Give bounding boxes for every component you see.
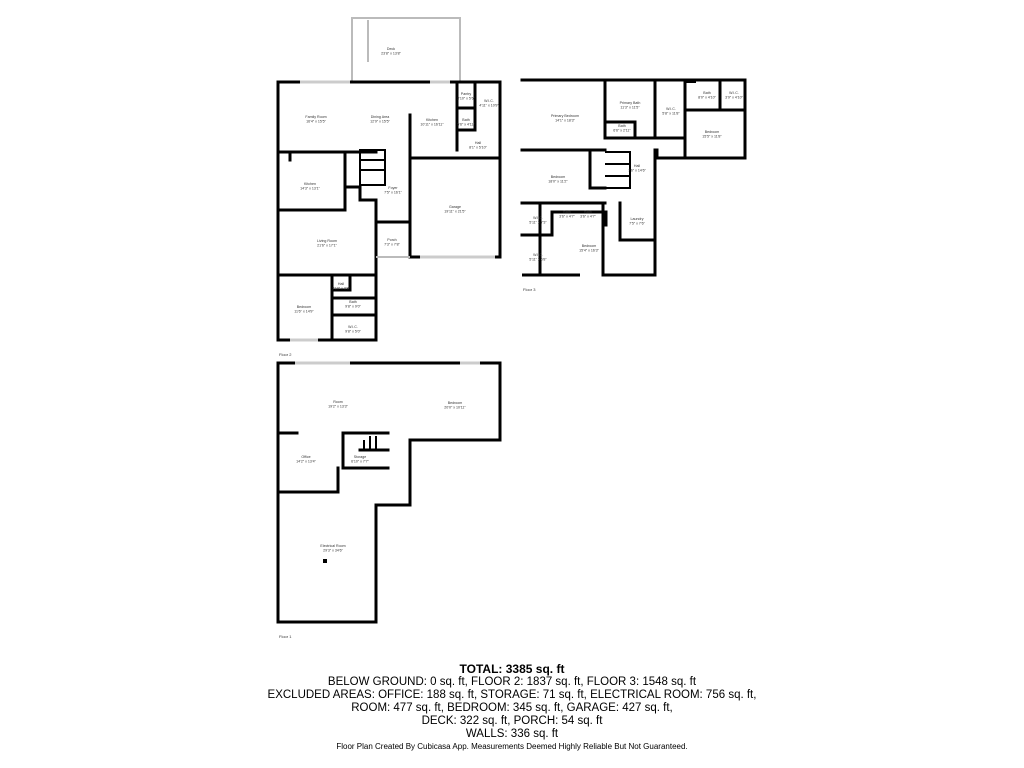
floor-label: Floor 1: [279, 634, 292, 639]
room-label: W.I.C.5'11" x 7'3": [529, 216, 547, 225]
floor-1-plan: [276, 361, 502, 624]
summary-line: ROOM: 477 sq. ft, BEDROOM: 345 sq. ft, G…: [351, 702, 673, 714]
room-label: W.I.C.5'11" x 6'8": [529, 253, 547, 262]
room-label: W.I.C.3'9" x 4'10": [725, 91, 743, 100]
floor-3-plan: [520, 78, 747, 277]
total-area: TOTAL: 3385 sq. ft: [459, 662, 565, 676]
area-summary: TOTAL: 3385 sq. ft BELOW GROUND: 0 sq. f…: [0, 663, 1024, 741]
room-label: W.I.C.9'8" x 5'0": [345, 325, 361, 334]
disclaimer: Floor Plan Created By Cubicasa App. Meas…: [336, 742, 688, 751]
floor-label: Floor 3: [523, 287, 536, 292]
room-label: W.I.C.5'8" x 11'8": [662, 107, 680, 116]
room-label: W.I.C.4'11" x 10'9": [479, 99, 499, 108]
floor-2-plan: [276, 17, 502, 342]
floor-label: Floor 2: [279, 352, 292, 357]
summary-line: DECK: 322 sq. ft, PORCH: 54 sq. ft: [421, 715, 603, 727]
summary-line: BELOW GROUND: 0 sq. ft, FLOOR 2: 1837 sq…: [327, 676, 697, 688]
summary-line: EXCLUDED AREAS: OFFICE: 188 sq. ft, STOR…: [267, 689, 757, 701]
summary-line: WALLS: 336 sq. ft: [465, 728, 559, 740]
